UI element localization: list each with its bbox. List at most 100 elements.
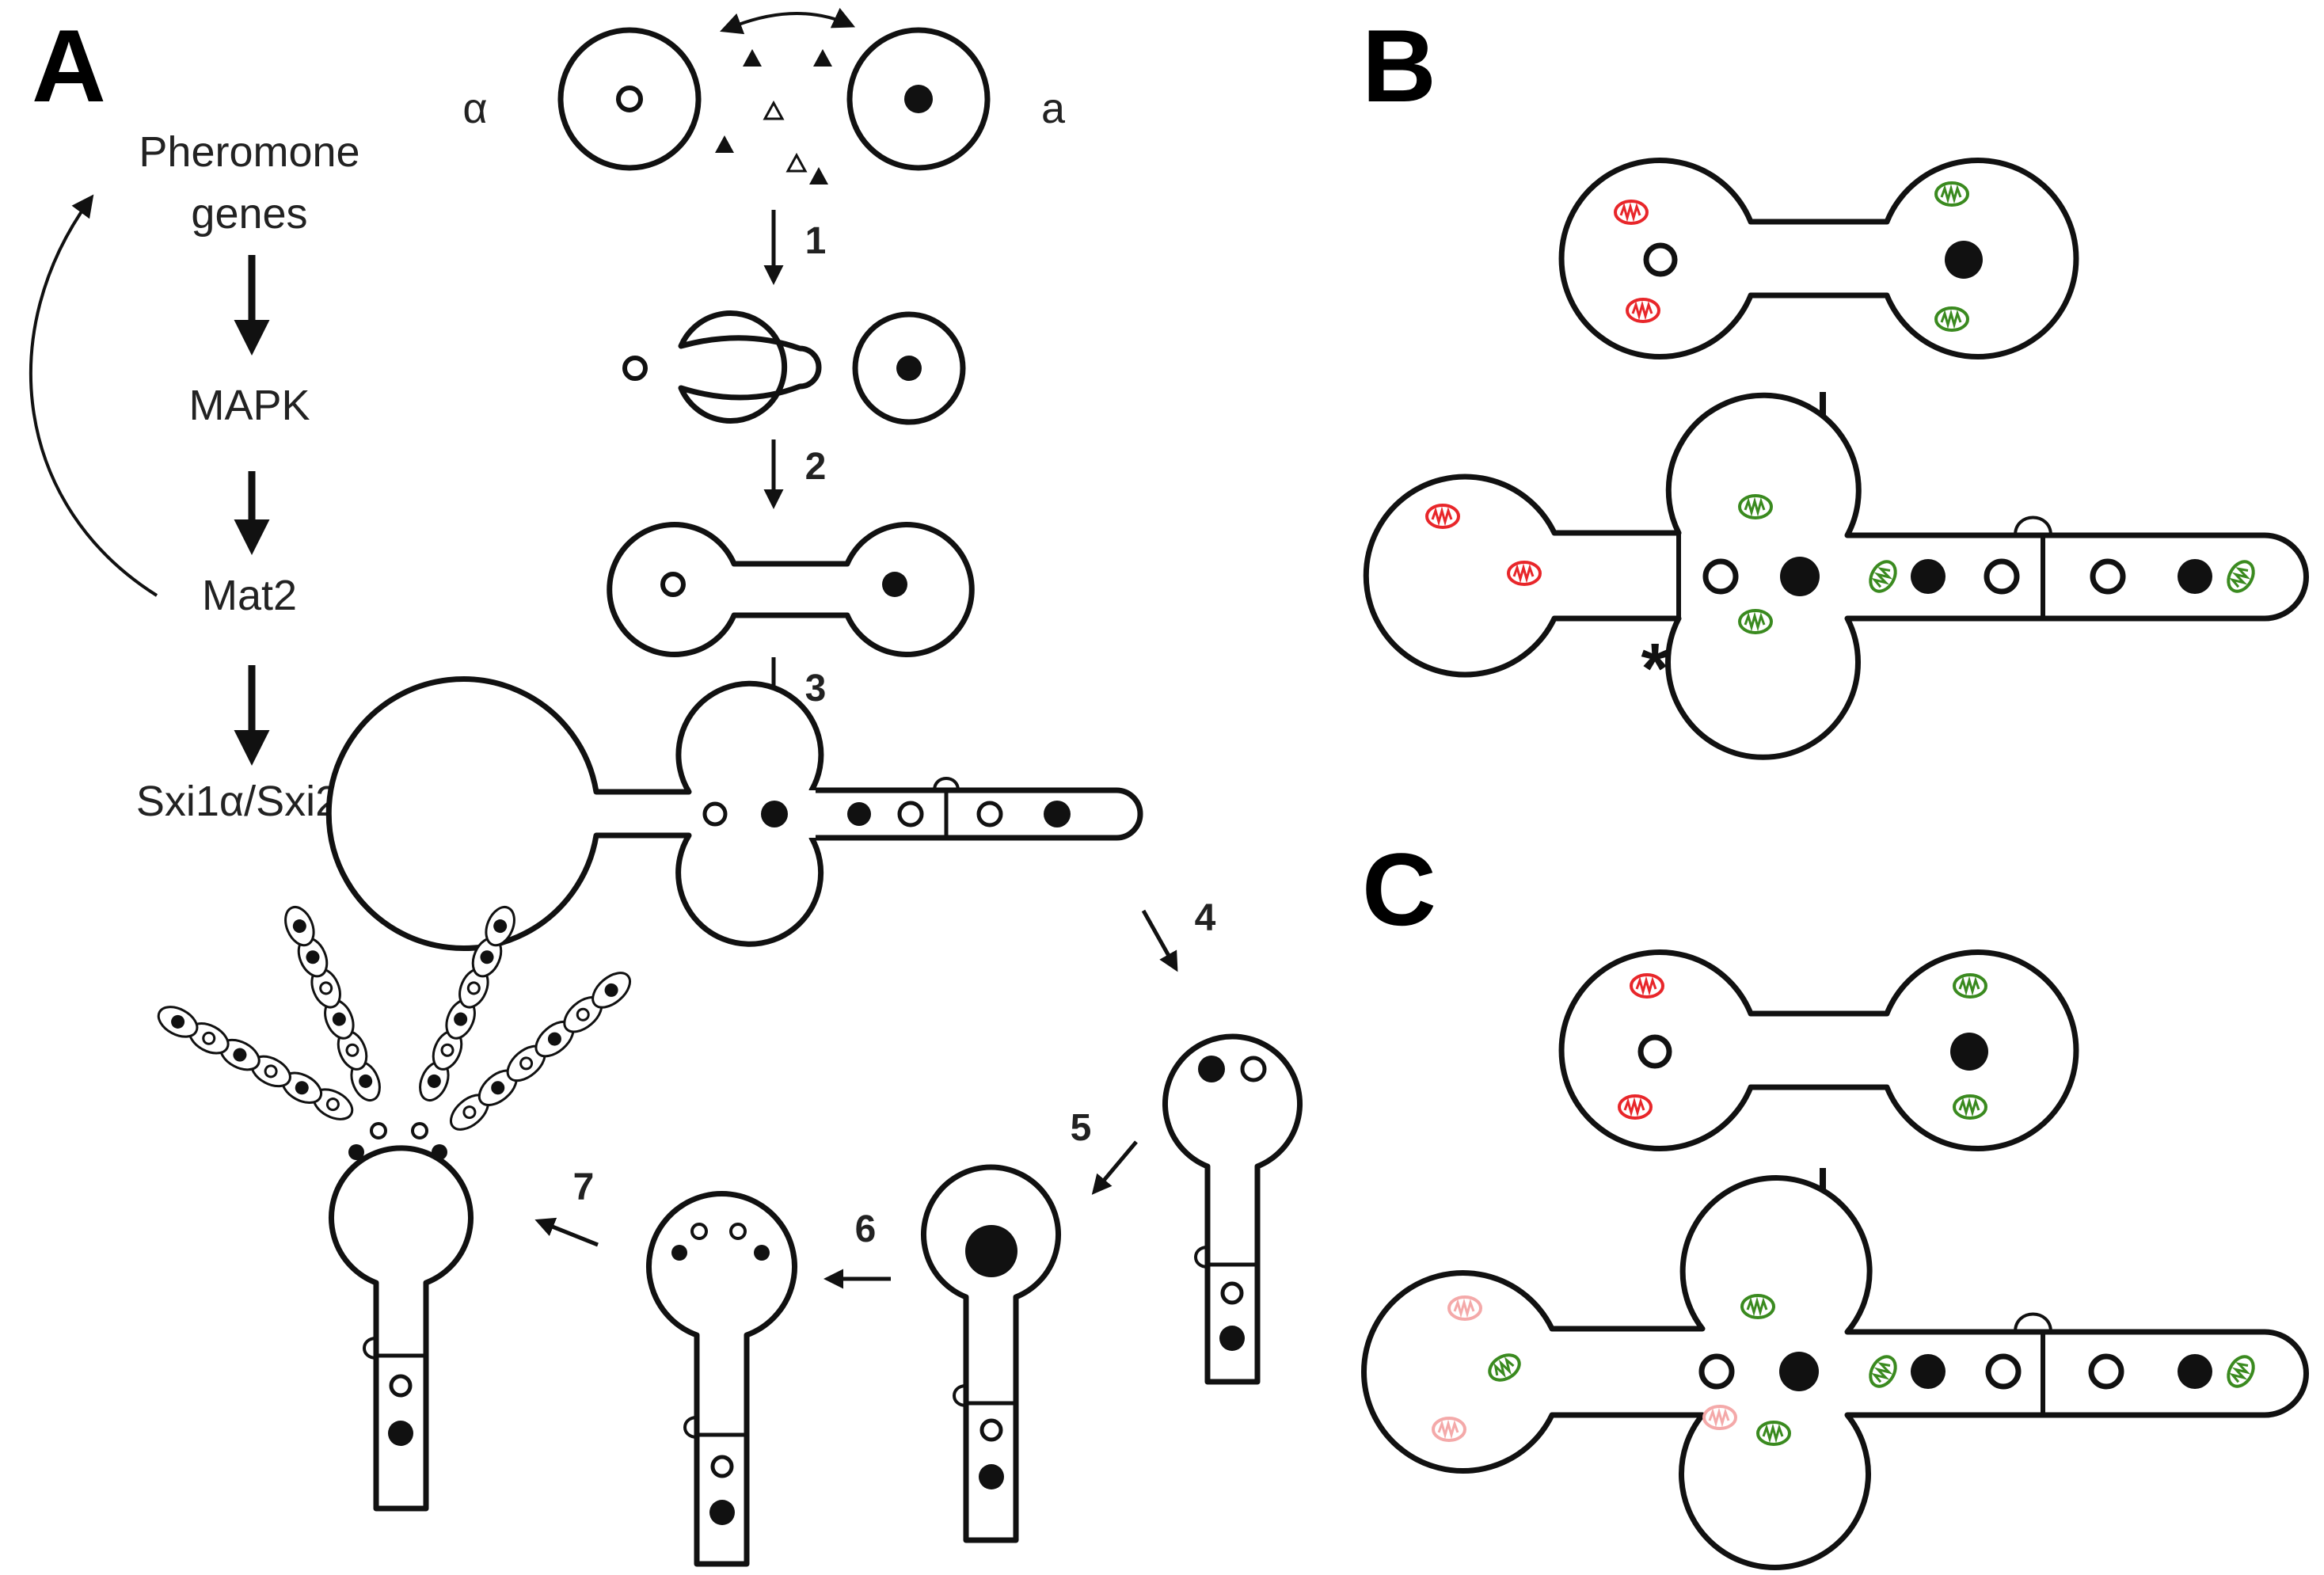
fused-cell (1558, 158, 2079, 360)
meiotic-basidium (646, 1191, 797, 1567)
mitochondrion-icon (1953, 973, 1987, 999)
pheromone-exchange-arrow (720, 7, 856, 35)
mitochondrion-icon (1740, 1294, 1775, 1319)
a-nucleus (882, 572, 907, 597)
spore (284, 905, 315, 947)
a-nucleus (979, 1464, 1004, 1489)
spore (432, 1029, 463, 1071)
panel-label-b: B (1362, 8, 1436, 124)
mitochondrion-icon (1425, 504, 1460, 529)
spore-chains (157, 905, 631, 1131)
alpha-nucleus (1240, 1056, 1267, 1082)
a-nucleus (1219, 1326, 1245, 1351)
step-6-label: 6 (855, 1208, 877, 1250)
mitochondrion-icon (1447, 1295, 1482, 1321)
alpha-nucleus (1985, 1353, 2022, 1390)
alpha-nucleus (1643, 242, 1678, 277)
basidium-stage-5 (921, 1164, 1061, 1543)
a-nucleus (1779, 1352, 1819, 1391)
clamp-connection (683, 1416, 698, 1439)
panel-label-c: C (1362, 831, 1436, 947)
pathway-mat2: Mat2 (202, 572, 297, 619)
mating-type-alpha: α (462, 85, 487, 132)
basidium-stage-6 (646, 1191, 797, 1567)
panel-b-fused-cells (1558, 158, 2079, 360)
mitochondrion-icon (1953, 1094, 1987, 1120)
step-7-arrow (534, 1217, 599, 1247)
spore-chain (450, 972, 631, 1131)
spore (534, 1020, 575, 1058)
cell-fusion-stage (607, 522, 975, 657)
step-2-label: 2 (805, 446, 827, 488)
spore (485, 905, 515, 947)
alpha-nucleus (1637, 1034, 1672, 1069)
alpha-nucleus (710, 1455, 734, 1478)
a-nucleus (904, 85, 933, 113)
mitochondrion-icon (1738, 609, 1773, 634)
alpha-nucleus (1702, 558, 1739, 595)
initial-cells (557, 7, 991, 185)
alpha-nucleus (897, 801, 924, 827)
spore (591, 972, 631, 1009)
dikaryotic-hypha (325, 676, 1143, 951)
alpha-nucleus (2090, 558, 2126, 595)
panel-b-hypha (1363, 392, 2309, 760)
a-nucleus (709, 1500, 735, 1525)
step-1-label: 1 (805, 220, 827, 262)
a-nucleus (671, 1245, 687, 1261)
pheromone-triangle (743, 49, 762, 67)
mitochondrion-icon (2227, 1355, 2255, 1388)
mitochondrion-icon (1702, 1405, 1737, 1430)
pathway-mapk: MAPK (188, 382, 310, 429)
a-nucleus (1198, 1056, 1225, 1082)
mitochondrion-icon (1630, 973, 1664, 999)
fused-dikaryon (607, 522, 975, 657)
panel-c-fused-cells (1558, 949, 2079, 1151)
alpha-nucleus (729, 1223, 747, 1240)
mitochondrion-icon (1738, 494, 1773, 519)
basidium-stage-7 (157, 905, 631, 1512)
alpha-nucleus (1698, 1353, 1735, 1390)
a-nucleus (2178, 1354, 2212, 1389)
step-7-label: 7 (573, 1166, 595, 1208)
dikaryotic-hypha-stage (325, 676, 1143, 951)
alpha-nucleus (1220, 1281, 1244, 1305)
a-nucleus (754, 1245, 770, 1261)
fused-cell (1558, 949, 2079, 1151)
spore (419, 1060, 450, 1102)
alpha-nucleus (370, 1122, 387, 1139)
pheromone-triangles (715, 49, 832, 185)
a-nucleus (432, 1144, 447, 1160)
step-arrows-bottom: 4 5 6 7 (534, 897, 1216, 1289)
step-4-arrow (1141, 909, 1178, 972)
alpha-nucleus (979, 1418, 1003, 1442)
pathway-pheromone-line1: Pheromone (139, 128, 359, 176)
alpha-nucleus (616, 86, 643, 112)
alpha-nucleus (622, 356, 648, 381)
conjugation-tube-stage (622, 310, 966, 425)
spore (188, 1022, 230, 1055)
spore (310, 968, 341, 1009)
hypha-outline (1361, 1175, 2309, 1570)
feedback-arrow (29, 194, 158, 597)
sporulating-basidium (329, 1145, 474, 1512)
step-arrows-top: 1 2 3 (763, 210, 827, 729)
panel-c-hypha (1361, 1175, 2309, 1570)
a-nucleus (761, 801, 788, 827)
alpha-nucleus (2088, 1353, 2124, 1390)
mitochondrion-icon (1756, 1421, 1791, 1446)
a-nucleus (847, 802, 871, 826)
alpha-cell-with-tube (678, 310, 822, 424)
pheromone-triangle (813, 49, 832, 67)
clamp-connection (1194, 1246, 1208, 1269)
alpha-nucleus (1984, 558, 2020, 595)
a-nucleus (1911, 1354, 1946, 1389)
mitochondrion-icon (1488, 1353, 1521, 1382)
alpha-nucleus (660, 572, 686, 597)
mitochondrion-icon (1618, 1094, 1653, 1120)
pheromone-triangle-open (785, 152, 808, 173)
spore-chain (419, 905, 515, 1102)
mitochondrion-icon (1869, 1355, 1897, 1388)
a-nucleus (2178, 559, 2212, 594)
pheromone-triangle (809, 167, 828, 185)
